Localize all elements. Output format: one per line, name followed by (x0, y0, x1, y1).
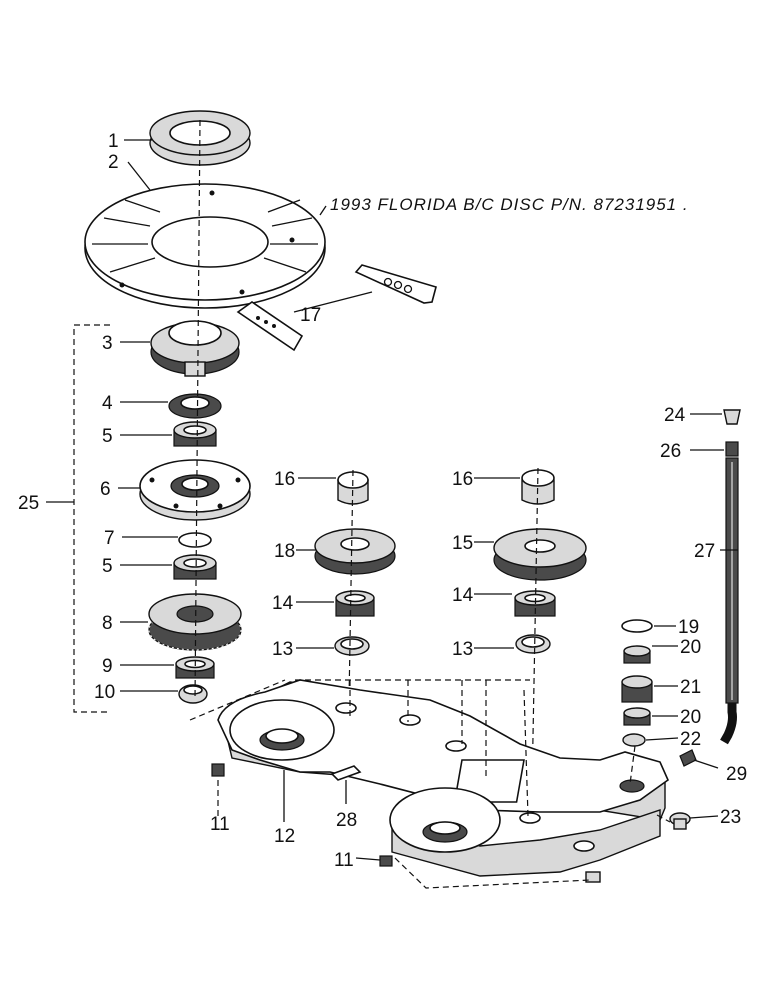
part-8-gear (148, 593, 242, 651)
label-29: 29 (726, 764, 747, 785)
part-19-ring (621, 619, 653, 633)
part-26-fitting (725, 441, 739, 457)
part-20-bearing-lower (623, 707, 651, 726)
part-21-pinion (621, 675, 653, 703)
part-12-housing (217, 679, 669, 877)
label-12: 12 (274, 826, 295, 847)
label-18: 18 (274, 541, 295, 562)
part-28-plate (330, 765, 362, 781)
shaft-centerline-left (194, 119, 201, 701)
part-11-bolt-upper (211, 763, 225, 777)
label-8: 8 (102, 613, 113, 634)
part-number-note: 1993 FLORIDA B/C DISC P/N. 87231951 . (330, 195, 689, 214)
label-14-right: 14 (452, 585, 474, 606)
label-13-left: 13 (272, 639, 293, 660)
part-29-fitting (679, 749, 697, 767)
label-28: 28 (336, 810, 357, 831)
part-23-plug (669, 812, 691, 830)
part-6-housing (139, 459, 251, 521)
part-5-bearing-lower (173, 554, 217, 580)
label-5-lower: 5 (102, 556, 113, 577)
label-27: 27 (694, 541, 715, 562)
label-25: 25 (18, 493, 39, 514)
label-19: 19 (678, 617, 699, 638)
part-13-race-right (515, 634, 551, 654)
label-16-right: 16 (452, 469, 473, 490)
label-26: 26 (660, 441, 681, 462)
label-20-lower: 20 (680, 707, 701, 728)
leader-lines (46, 139, 738, 861)
label-22: 22 (680, 729, 701, 750)
label-3: 3 (102, 333, 113, 354)
part-5-bearing-upper (173, 421, 217, 447)
label-20-upper: 20 (680, 637, 701, 658)
label-2: 2 (108, 152, 119, 173)
label-11-lower: 11 (334, 850, 354, 871)
part-3-hub (150, 320, 240, 377)
label-17: 17 (300, 305, 321, 326)
part-1-ring (149, 110, 251, 166)
part-27-tube (720, 457, 739, 745)
shaft-centerline-mid (348, 469, 354, 701)
part-20-bearing-upper (623, 645, 651, 664)
label-11-upper: 11 (210, 814, 230, 835)
label-9: 9 (102, 656, 113, 677)
label-1: 1 (108, 131, 119, 152)
label-5-upper: 5 (102, 426, 113, 447)
part-7-snap-ring (178, 532, 212, 548)
label-14-left: 14 (272, 593, 294, 614)
label-7: 7 (104, 528, 115, 549)
part-10-cap (178, 684, 208, 704)
part-14-bearing-left (335, 590, 375, 617)
part-17-blade (236, 264, 437, 352)
label-24: 24 (664, 405, 686, 426)
part-labels: 1 2 3 4 5 6 7 5 8 9 10 11 11 12 13 13 14… (18, 131, 747, 871)
assembly-dash-lines (73, 324, 671, 889)
label-16-left: 16 (274, 469, 295, 490)
label-21: 21 (680, 677, 701, 698)
part-13-race-left (334, 636, 370, 656)
part-4-seal (168, 393, 222, 419)
label-10: 10 (94, 682, 115, 703)
label-23: 23 (720, 807, 741, 828)
shaft-centerline-right (531, 467, 539, 791)
label-4: 4 (102, 393, 113, 414)
part-16-cap-left (337, 471, 369, 505)
part-11-bolt-right (585, 871, 601, 883)
part-2-disc (84, 183, 326, 309)
part-24-cap (723, 409, 741, 425)
part-15-gear (493, 528, 587, 581)
part-22-washer (622, 733, 646, 747)
part-11-bolt-lower (379, 855, 393, 867)
label-13-right: 13 (452, 639, 473, 660)
part-18-gear (314, 528, 396, 575)
part-14-bearing-right (514, 590, 556, 617)
label-15: 15 (452, 533, 473, 554)
label-6: 6 (100, 479, 111, 500)
